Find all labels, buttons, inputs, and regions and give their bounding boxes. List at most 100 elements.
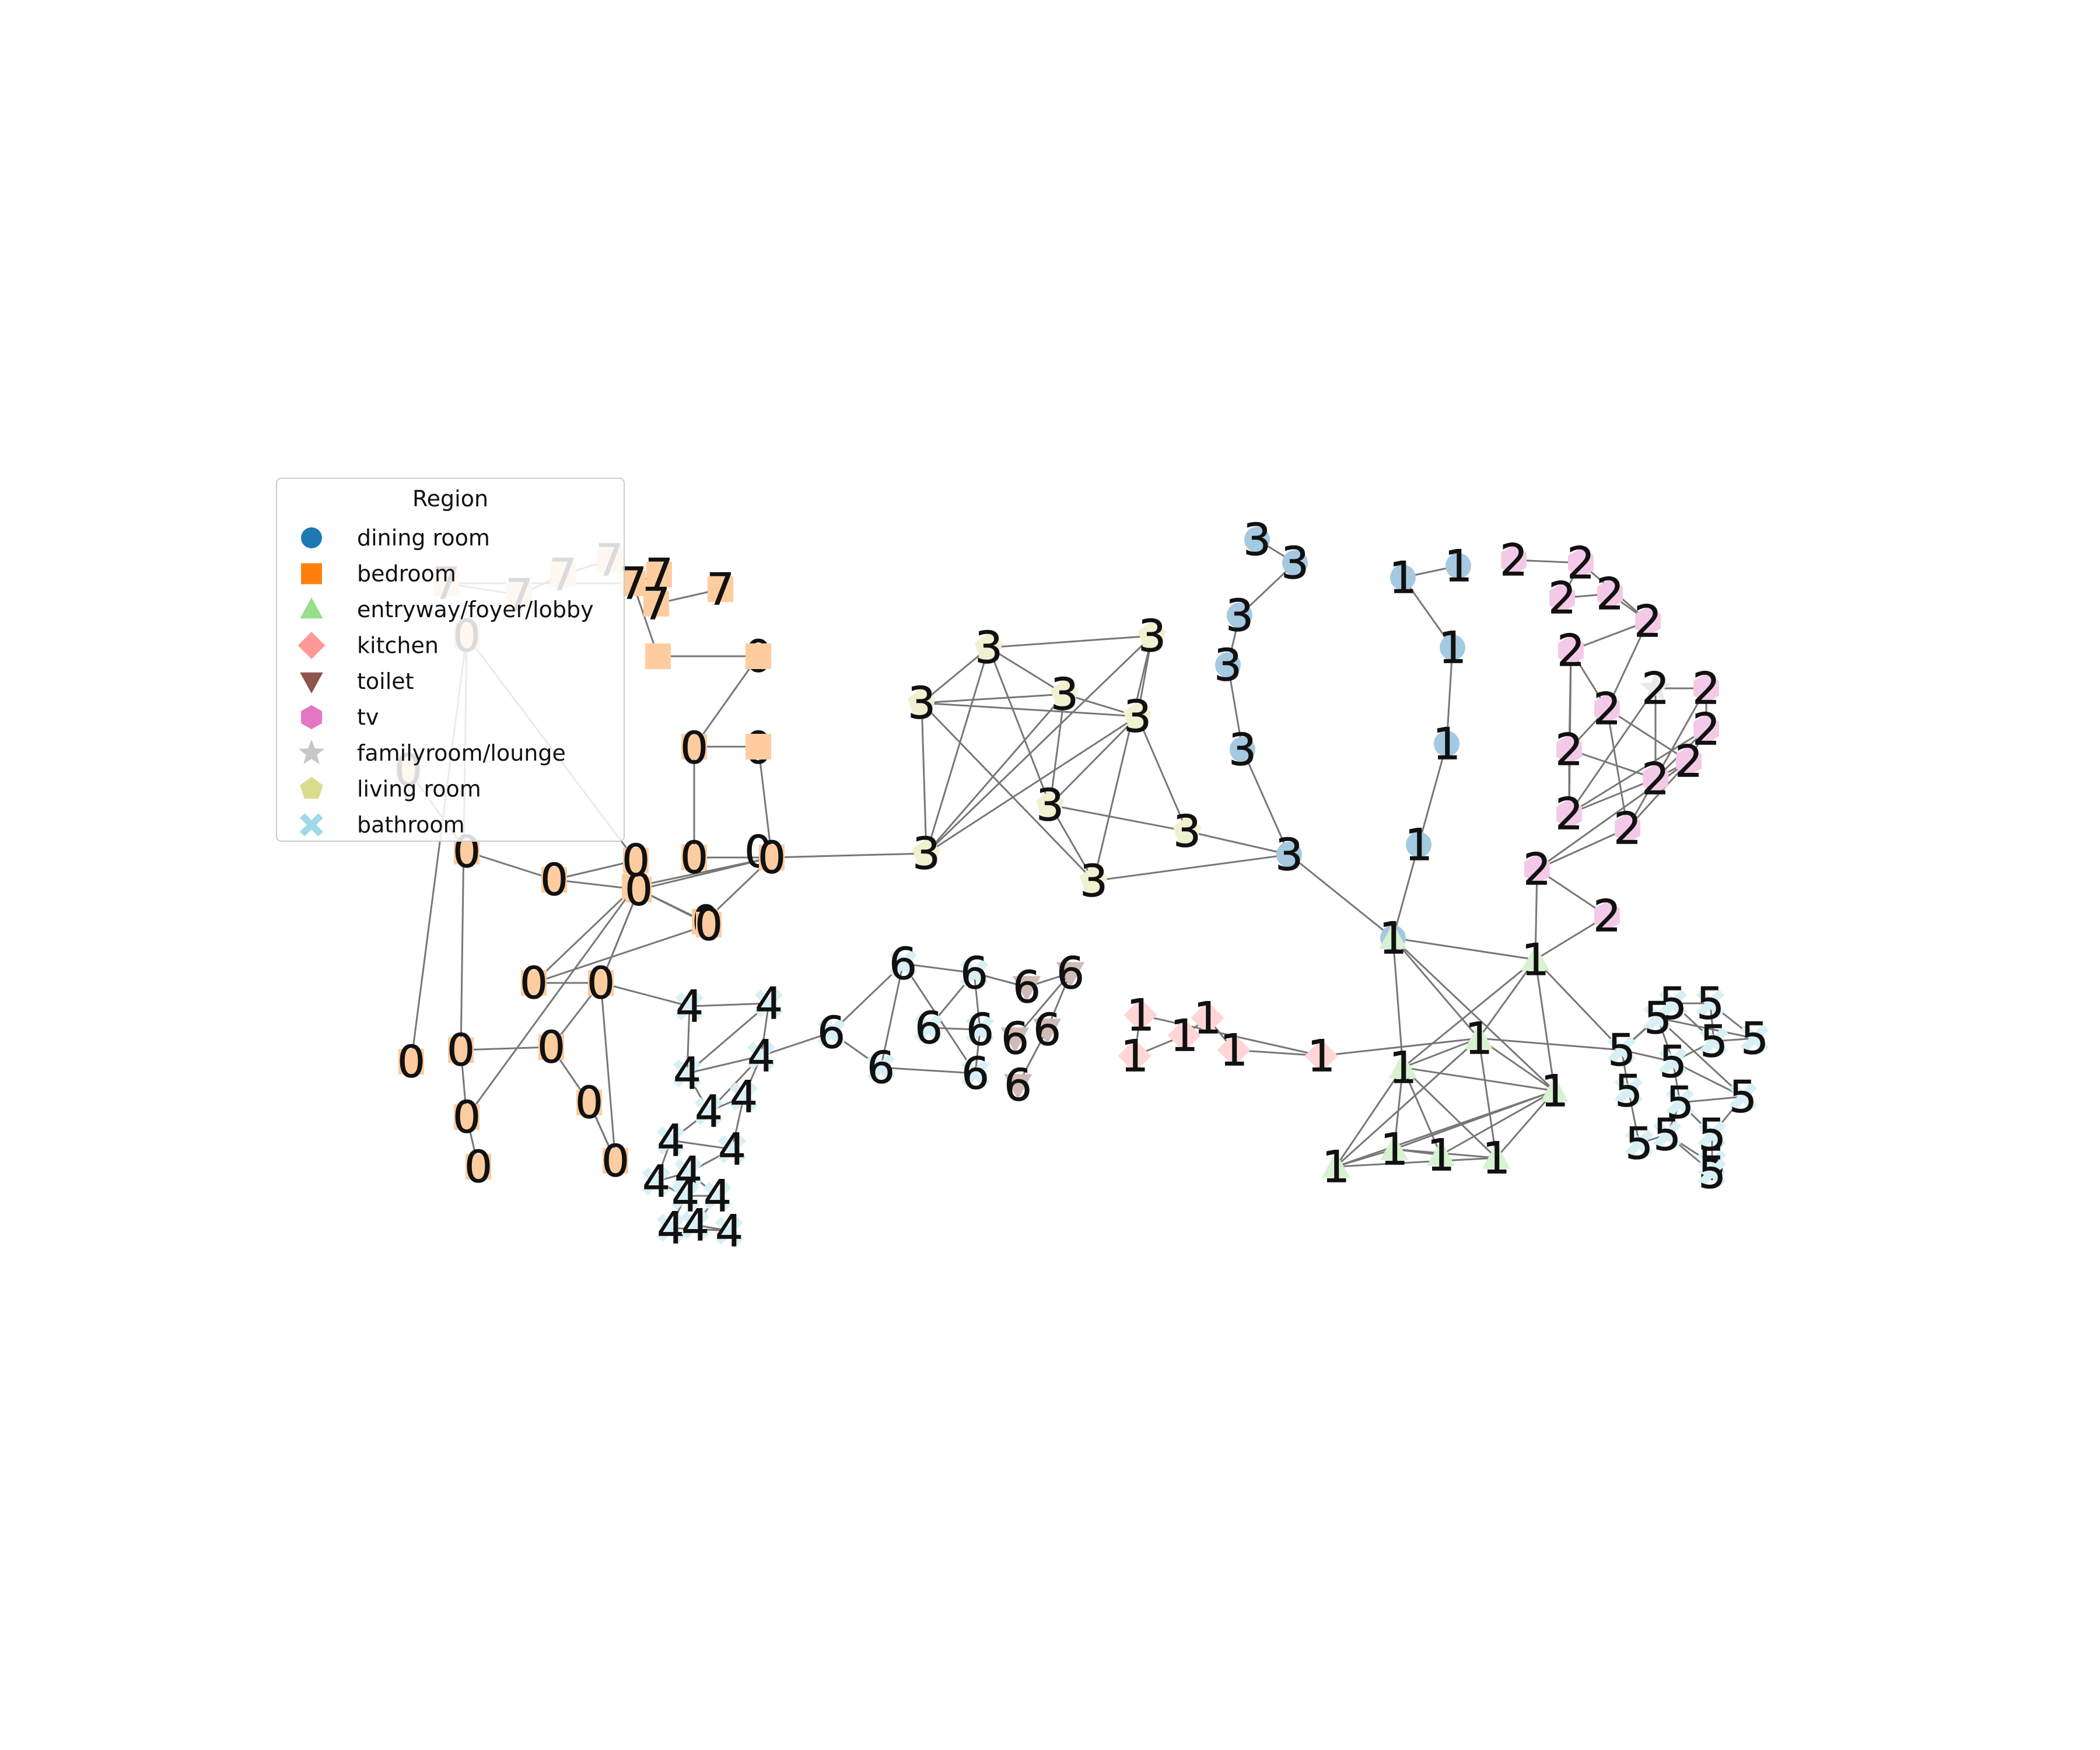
graph-node: 0 [453,1091,481,1143]
legend-label: familyroom/lounge [357,740,566,766]
node-label: 3 [912,828,940,880]
node-label: 6 [889,938,917,990]
graph-node: 4 [657,1114,685,1167]
graph-edge [1093,853,1290,882]
legend-marker-square [301,563,322,584]
node-marker [1304,1039,1338,1073]
graph-node: 3 [1228,723,1257,776]
graph-node: 2 [1692,703,1721,755]
node-label: 3 [1080,855,1108,907]
node-label: 5 [1741,1013,1769,1065]
node-marker [1643,1003,1672,1032]
graph-edge [1402,958,1536,1069]
graph-node: 5 [1625,1117,1654,1170]
node-marker [754,989,783,1018]
legend-label: kitchen [357,633,439,659]
node-marker [538,1034,564,1060]
graph-node: 6 [867,1041,895,1094]
graph-edge [1478,1037,1622,1051]
node-marker [1426,1140,1455,1166]
node-marker [1501,545,1527,575]
graph-edge [600,982,690,1007]
node-label: 2 [1634,596,1662,648]
graph-edge [988,647,1051,806]
graph-node: 0 [447,1024,475,1076]
legend-marker-pentagon [300,776,323,799]
graph-node: 6 [1013,961,1041,1013]
node-marker [1035,790,1065,817]
node-label: 1 [1380,1124,1408,1175]
graph-edge [1140,1014,1322,1057]
node-label: 3 [1124,691,1152,743]
graph-edge [1534,959,1556,1091]
graph-edge [1393,1067,1404,1150]
graph-edge [1321,1037,1479,1057]
graph-node: 4 [673,1047,702,1100]
graph-edge [880,1066,976,1074]
node-marker [1079,866,1108,893]
graph-edge [600,889,640,984]
node-label: 2 [1593,683,1621,735]
graph-node: 2 [1634,595,1662,648]
graph-node: 5 [1653,1108,1682,1161]
node-marker [1615,813,1640,844]
graph-edge [1402,577,1454,648]
graph-node: 1 [1482,1132,1511,1184]
graph-edge [1392,937,1404,1068]
graph-edge [1402,1037,1479,1069]
graph-edge [1241,749,1290,855]
node-marker [1118,1039,1152,1073]
node-marker [681,734,707,760]
node-marker [674,1158,703,1187]
node-marker [1549,583,1575,613]
node-label: 1 [1482,1132,1510,1184]
legend-marker-circle [301,527,322,548]
graph-node: 3 [912,827,941,880]
node-marker [961,1059,990,1088]
graph-edge [533,923,709,984]
graph-edge [600,982,617,1161]
graph-node: 2 [1642,752,1670,805]
node-label: 2 [1567,537,1595,589]
node-label: 3 [1226,590,1254,642]
graph-node: 5 [1700,1015,1728,1068]
legend-entry: familyroom/lounge [298,739,566,766]
legend-entry: entryway/foyer/lobby [300,597,594,622]
node-label: 4 [657,1115,685,1167]
graph-node: 4 [704,1170,732,1222]
graph-node: 1 [1438,621,1467,674]
graph-edge [1392,937,1536,961]
graph-node: 7 [642,578,671,630]
node-label: 3 [1243,514,1271,566]
node-marker [642,1167,671,1196]
node-marker [1464,1023,1493,1049]
graph-edge [460,1046,552,1051]
graph-node: 0 [540,853,569,906]
node-marker [675,992,704,1021]
node-label: 1 [1194,992,1222,1044]
node-label: 4 [676,981,704,1032]
graph-node: 2 [1567,537,1595,589]
legend-entry: bathroom [300,812,465,838]
graph-edge [988,635,1153,649]
graph-node: 1 [1380,1123,1409,1175]
graph-edge [1679,1096,1744,1104]
graph-node: 0 [587,957,615,1009]
graph-edge [1392,937,1556,1092]
graph-edge [1657,1017,1744,1098]
graph-edge [1335,1157,1497,1168]
graph-node: 0 [537,1021,566,1073]
node-marker [1215,652,1241,678]
node-label: 2 [1642,753,1670,805]
graph-node: 1 [1427,1129,1455,1181]
legend-entry: bedroom [301,561,456,587]
graph-edge [1478,1038,1497,1158]
node-label: 7 [642,578,670,630]
node-marker [1521,944,1550,971]
graph-node: 1 [1521,933,1550,986]
node-label: 1 [1121,1030,1149,1082]
node-marker [729,1082,758,1111]
node-marker [1050,679,1079,706]
graph-node: 6 [1001,1012,1030,1065]
graph-node: 1 [1191,992,1224,1044]
